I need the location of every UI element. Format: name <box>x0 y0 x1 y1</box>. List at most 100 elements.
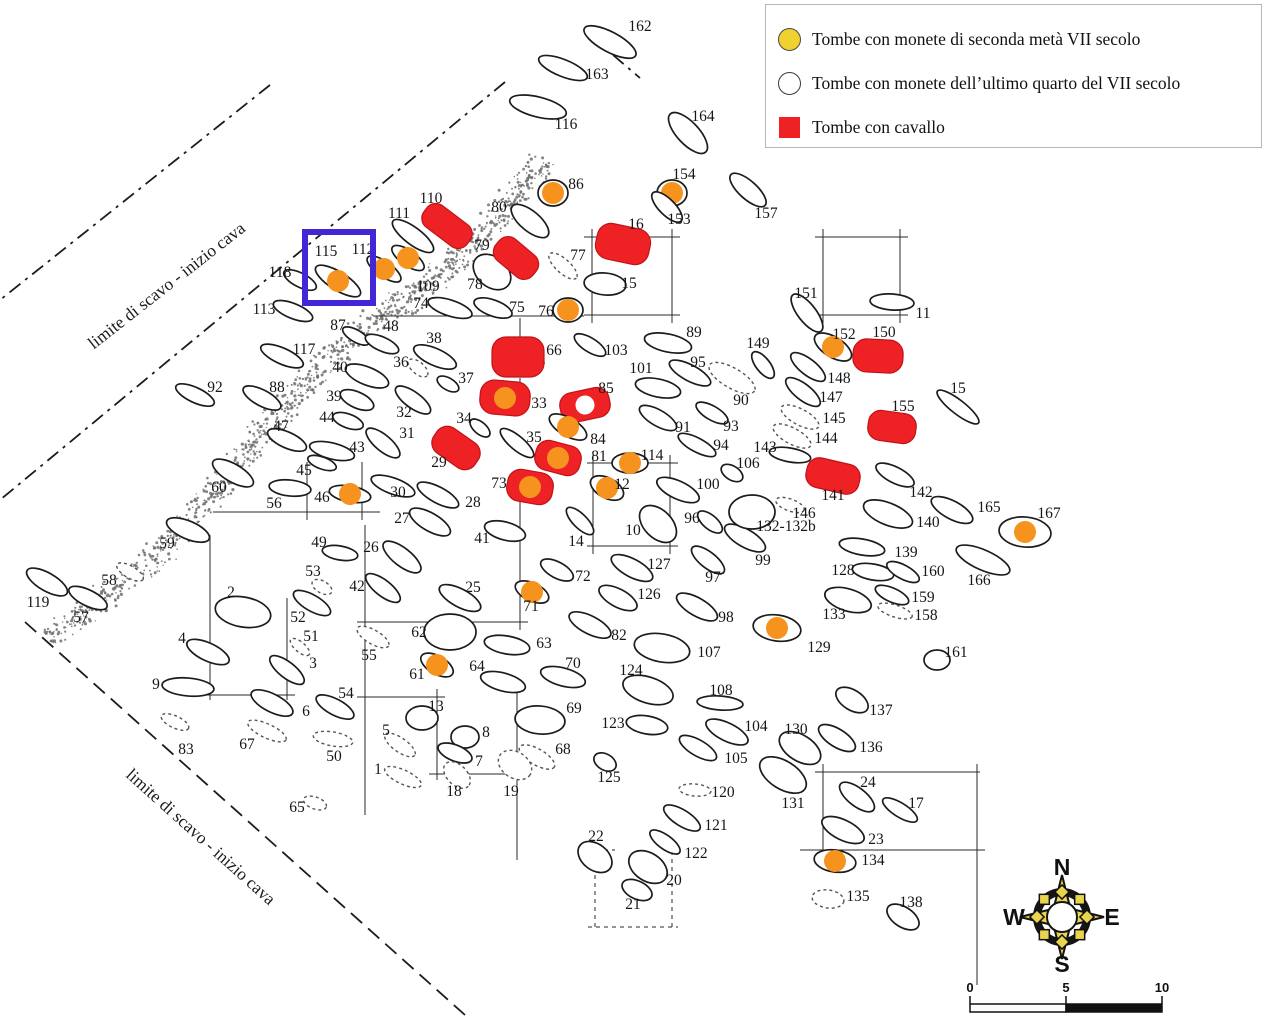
stipple-dot <box>299 391 302 394</box>
tomb-label-166: 166 <box>967 572 991 589</box>
stipple-dot <box>254 445 257 448</box>
tomb-label-140: 140 <box>916 514 940 531</box>
stipple-dot <box>158 570 161 573</box>
stipple-dot <box>527 186 531 190</box>
stipple-dot <box>542 162 545 164</box>
tomb-shape-155 <box>867 409 917 445</box>
tomb-label-87: 87 <box>330 317 346 334</box>
stipple-dot <box>285 426 287 429</box>
stipple-dot <box>206 476 209 480</box>
stipple-dot <box>396 311 400 315</box>
tomb-62 <box>423 613 477 651</box>
tomb-41 <box>483 519 527 543</box>
stipple-dot <box>455 255 458 258</box>
tomb-label-10: 10 <box>625 522 641 539</box>
stipple-dot <box>154 559 157 563</box>
coin-dot-84 <box>557 416 579 438</box>
tomb-17 <box>881 797 919 823</box>
tomb-label-36: 36 <box>393 354 409 371</box>
tomb-label-62: 62 <box>411 624 427 641</box>
stipple-dot <box>346 351 349 355</box>
red-square-icon <box>766 116 812 138</box>
stipple-dot <box>517 187 520 190</box>
stipple-dot <box>76 613 79 615</box>
tomb-88 <box>242 385 282 411</box>
tomb-123 <box>625 714 669 736</box>
tomb-1 <box>383 765 423 789</box>
stipple-dot <box>166 529 170 533</box>
tomb-label-31: 31 <box>399 425 415 442</box>
tomb-32 <box>394 385 432 415</box>
stipple-dot <box>475 249 479 253</box>
stipple-dot <box>411 284 414 287</box>
stipple-dot <box>547 161 550 165</box>
stipple-dot <box>157 537 160 540</box>
stipple-dot <box>330 349 333 352</box>
tomb-label-129: 129 <box>807 639 831 656</box>
stipple-dot <box>53 639 57 642</box>
stipple-dot <box>394 304 397 308</box>
stipple-dot <box>458 267 461 269</box>
stipple-dot <box>379 314 381 316</box>
tomb-label-29: 29 <box>431 454 447 471</box>
stipple-dot <box>103 591 106 594</box>
stipple-dot <box>189 501 192 503</box>
tomb-165 <box>930 495 974 525</box>
stipple-dot <box>527 197 530 200</box>
stipple-dot <box>79 621 81 624</box>
stipple-dot <box>203 499 206 502</box>
stipple-dot <box>419 281 422 285</box>
stipple-dot <box>506 203 510 207</box>
stipple-dot <box>522 167 525 171</box>
stipple-dot <box>185 503 189 506</box>
stipple-dot <box>351 342 355 346</box>
stipple-dot <box>396 299 399 302</box>
tomb-111 <box>391 218 435 254</box>
tomb-84 <box>548 413 588 441</box>
tomb-90 <box>708 361 756 395</box>
tomb-shape-39 <box>339 388 375 412</box>
tomb-shape-96 <box>696 510 724 534</box>
stipple-dot <box>329 371 332 374</box>
tomb-130 <box>778 730 822 766</box>
tomb-label-146: 146 <box>792 505 816 522</box>
stipple-dot <box>135 561 138 564</box>
stipple-dot <box>163 547 166 550</box>
stipple-dot <box>274 424 278 428</box>
tomb-85 <box>559 386 611 424</box>
tomb-label-119: 119 <box>27 594 50 611</box>
tomb-shape-13 <box>405 705 439 731</box>
stipple-dot <box>459 258 461 261</box>
tomb-28 <box>416 481 460 509</box>
stipple-dot <box>400 292 403 295</box>
tomb-5 <box>384 732 416 758</box>
stipple-dot <box>253 435 256 437</box>
tomb-46 <box>328 483 372 505</box>
tomb-label-152: 152 <box>832 326 855 343</box>
tomb-47 <box>266 427 308 453</box>
stipple-dot <box>455 253 458 257</box>
tomb-label-109: 109 <box>416 278 440 295</box>
stipple-dot <box>314 366 318 370</box>
stipple-dot <box>52 641 54 643</box>
stipple-dot <box>290 414 294 418</box>
tomb-21 <box>621 878 653 902</box>
stipple-dot <box>256 429 259 432</box>
tomb-shape-37 <box>436 375 460 393</box>
tomb-label-12: 12 <box>614 476 630 493</box>
stipple-dot <box>498 221 501 224</box>
tomb-shape-11 <box>869 293 915 311</box>
stipple-dot <box>308 369 312 373</box>
stipple-dot <box>349 342 352 346</box>
stipple-dot <box>219 491 224 495</box>
coin-dot-167 <box>1014 521 1036 543</box>
stipple-dot <box>515 195 519 199</box>
stipple-dot <box>382 326 386 330</box>
stipple-dot <box>151 558 154 561</box>
stipple-dot <box>472 241 475 244</box>
stipple-dot <box>63 615 66 618</box>
stipple-dot <box>458 249 461 252</box>
tomb-shape-126 <box>598 584 638 612</box>
stipple-dot <box>71 633 74 636</box>
boundary-label-top: limite di scavo - inizio cava <box>84 218 249 353</box>
